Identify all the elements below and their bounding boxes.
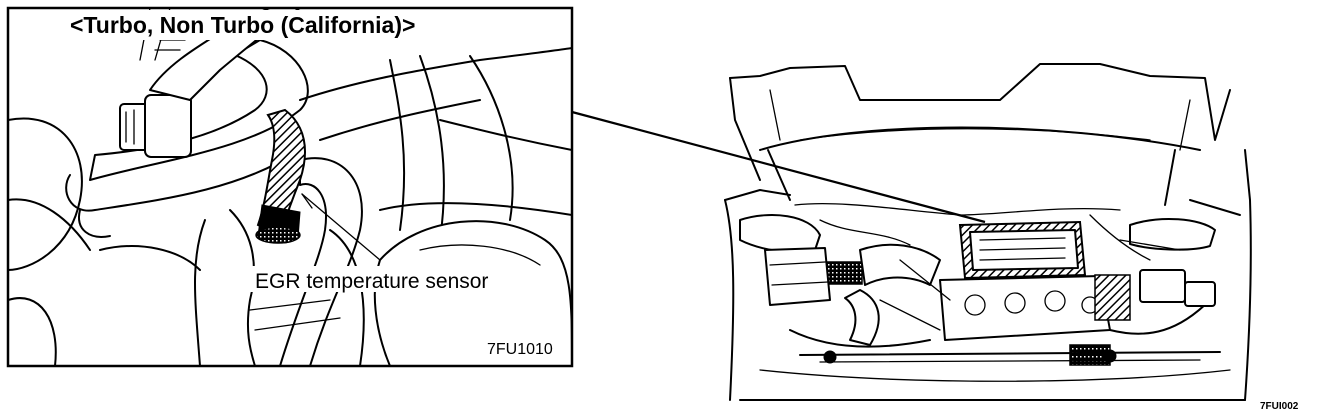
overview-figure-code: 7FUI002 — [1260, 401, 1299, 412]
detail-drawing — [8, 8, 572, 366]
title-backdrop — [60, 10, 460, 40]
code-backdrop — [486, 336, 570, 360]
detail-title: <Turbo, Non Turbo (California)> — [70, 12, 415, 38]
label-backdrop — [250, 266, 532, 292]
egr-sensor-label: EGR temperature sensor — [255, 270, 488, 293]
detail-figure-code: 7FU1010 — [487, 341, 553, 358]
engine-bay-overview: 7FUI002 — [724, 63, 1299, 412]
detail-inset: <Turbo, Non Turbo (California)> EGR temp… — [6, 6, 574, 368]
callout-line — [571, 110, 986, 224]
detail-frame — [6, 6, 574, 368]
